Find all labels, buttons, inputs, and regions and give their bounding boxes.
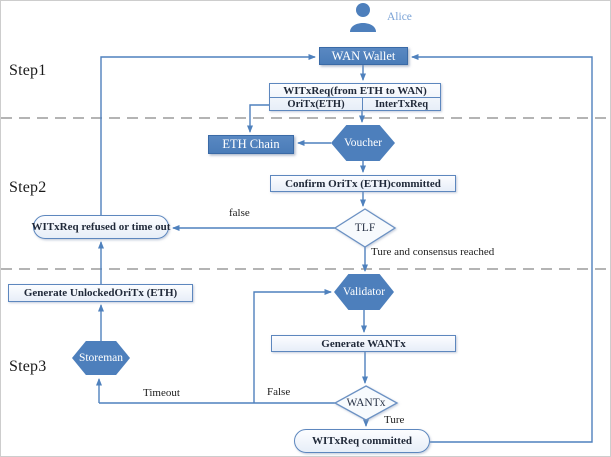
witxreq-header-cell: WITxReq(from ETH to WAN) (270, 84, 440, 98)
intertxreq-cell: InterTxReq (374, 99, 429, 110)
wantx-false-edge-label: False (267, 386, 291, 398)
tlf-true-edge-label: Ture and consensus reached (371, 246, 495, 258)
alice-label: Alice (387, 11, 412, 23)
oritx-cell: OriTx(ETH) (270, 98, 363, 111)
witxreq-refused-node: WITxReq refused or time out (32, 215, 170, 239)
step2-label: Step2 (9, 179, 47, 196)
tlf-false-edge-label: false (229, 207, 250, 219)
voucher-node: Voucher (331, 125, 395, 161)
wantx-true-edge-label: Ture (384, 414, 405, 426)
person-icon (350, 3, 376, 32)
witxreq-committed-node: WITxReq committed (294, 429, 430, 453)
validator-node: Validator (334, 274, 394, 310)
step1-label: Step1 (9, 62, 47, 79)
eth-chain-node: ETH Chain (208, 135, 294, 154)
step3-label: Step3 (9, 358, 47, 375)
generate-wantx-node: Generate WANTx (271, 335, 456, 352)
confirm-oritx-node: Confirm OriTx (ETH)committed (270, 175, 456, 192)
tlf-decision: TLF (354, 222, 376, 234)
timeout-edge-label: Timeout (143, 387, 180, 399)
generate-unlocked-oritx-node: Generate UnlockedOriTx (ETH) (8, 284, 193, 302)
wantx-decision: WANTx (346, 397, 386, 409)
wan-wallet-node: WAN Wallet (319, 47, 408, 65)
storeman-node: Storeman (72, 341, 130, 375)
witxreq-table: WITxReq(from ETH to WAN) OriTx(ETH) Inte… (269, 83, 441, 111)
